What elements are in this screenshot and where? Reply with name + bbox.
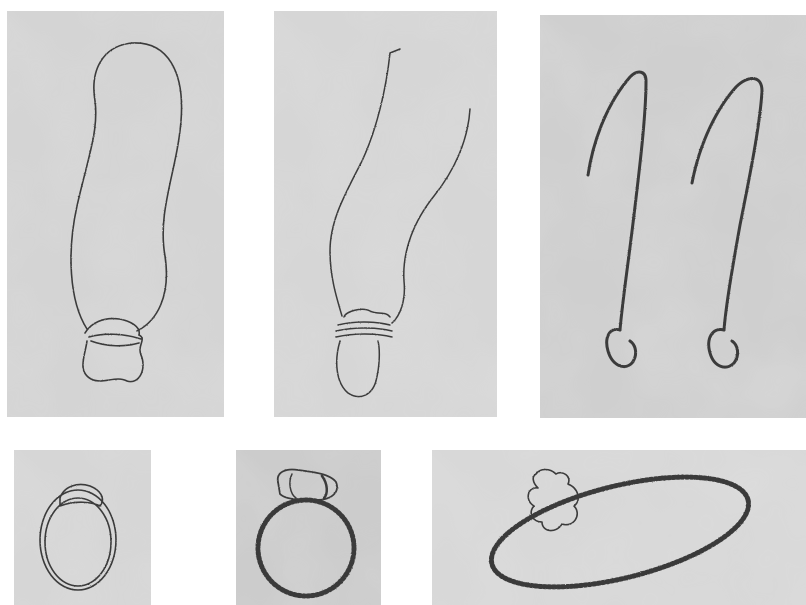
panel-beaded-ring (236, 450, 381, 605)
panel-hooked-strands (540, 15, 806, 418)
panel-open-loop (274, 11, 497, 417)
hooked-strands-drawing (540, 15, 806, 418)
beaded-oval-ring-drawing (432, 450, 806, 605)
panel-small-oval-ring (14, 450, 151, 605)
elongated-loop-drawing (7, 11, 224, 417)
small-oval-ring-drawing (14, 450, 151, 605)
panel-elongated-loop (7, 11, 224, 417)
open-loop-drawing (274, 11, 497, 417)
panel-beaded-oval-ring (432, 450, 806, 605)
beaded-ring-drawing (236, 450, 381, 605)
